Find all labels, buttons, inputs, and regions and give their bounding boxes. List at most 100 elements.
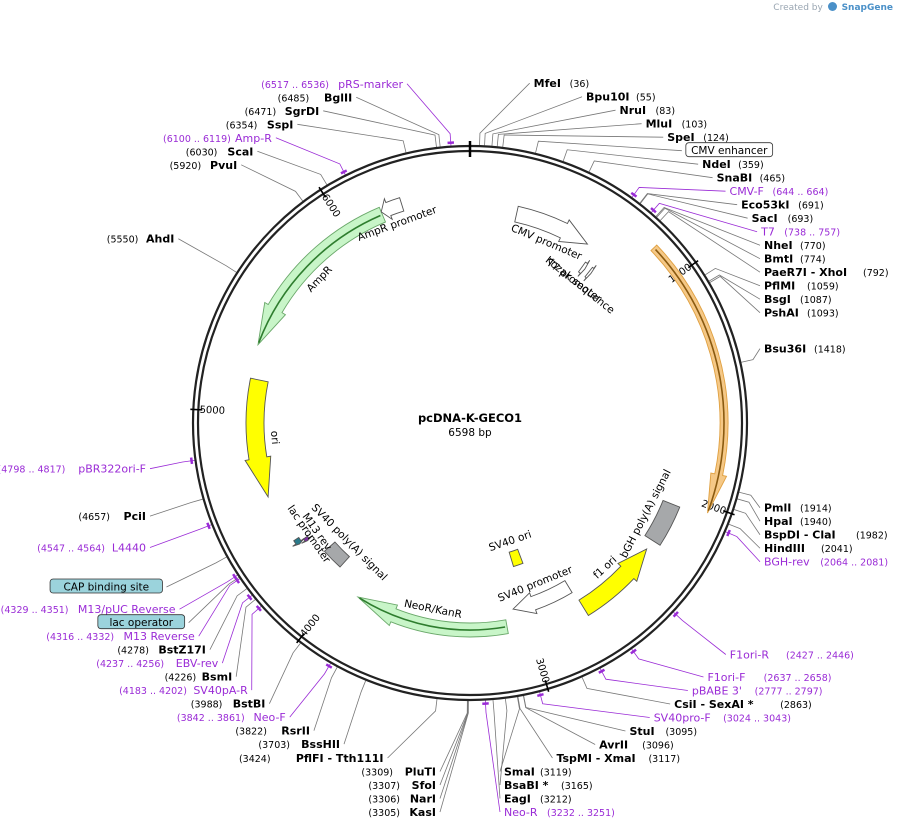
- feature-sv40-poly-a-signal[interactable]: [323, 541, 351, 568]
- enzyme-paer7i-xhoi[interactable]: PaeR7I - XhoI(792): [764, 266, 889, 279]
- primer-m13-puc-reverse[interactable]: M13/pUC Reverse(4329 .. 4351): [1, 603, 176, 616]
- leader-line: [343, 680, 367, 745]
- primer-amp-r[interactable]: Amp-R(6100 .. 6119): [163, 132, 272, 145]
- feature-ori[interactable]: [244, 377, 272, 499]
- feature-lac-promoter[interactable]: [292, 536, 305, 547]
- enzyme-tspmi-xmai[interactable]: TspMI - XmaI(3117): [556, 752, 680, 765]
- enzyme-mlui[interactable]: MluI(103): [646, 118, 708, 131]
- enzyme-hpai[interactable]: HpaI(1940): [764, 515, 832, 528]
- primer-neo-f[interactable]: Neo-F(3842 .. 3861): [177, 711, 286, 724]
- leader-line: [741, 348, 761, 363]
- primer-site-mark: [206, 522, 211, 530]
- enzyme-name: BstZ17I: [158, 644, 206, 657]
- feature-sv40-promoter[interactable]: [512, 580, 573, 615]
- enzyme-pvui[interactable]: PvuI(5920): [170, 159, 238, 172]
- enzyme-bpu10i[interactable]: Bpu10I(55): [586, 91, 656, 104]
- enzyme-snabi[interactable]: SnaBI(465): [717, 172, 786, 185]
- enzyme-bstz17i[interactable]: BstZ17I(4278): [117, 644, 206, 657]
- feature-cmv-promoter[interactable]: [514, 205, 589, 245]
- enzyme-bsmi[interactable]: BsmI(4226): [165, 671, 233, 684]
- enzyme-position: (36): [570, 79, 590, 90]
- enzyme-bsabi[interactable]: BsaBI *(3165): [504, 779, 593, 792]
- feature-f1-ori[interactable]: [578, 548, 648, 617]
- enzyme-nhei[interactable]: NheI(770): [764, 239, 826, 252]
- leader-line: [323, 110, 437, 148]
- enzyme-pshai[interactable]: PshAI(1093): [764, 307, 839, 320]
- enzyme-bglii[interactable]: BglII(6485): [278, 91, 353, 104]
- leader-line: [166, 556, 227, 588]
- feature-kozak-sequence[interactable]: [583, 265, 597, 282]
- primer-neo-r[interactable]: Neo-R(3232 .. 3251): [504, 806, 615, 819]
- primer-f1ori-r[interactable]: F1ori-R(2427 .. 2446): [730, 649, 854, 662]
- leader-line: [492, 700, 501, 799]
- primer-name: CMV-F: [730, 185, 764, 198]
- enzyme-sfoi[interactable]: SfoI(3307): [368, 779, 436, 792]
- feature-tag-cmv-enhancer[interactable]: CMV enhancer: [685, 142, 774, 158]
- enzyme-smai[interactable]: SmaI(3119): [504, 766, 572, 779]
- enzyme-ahdi[interactable]: AhdI(5550): [107, 233, 175, 246]
- feature-sv40-ori[interactable]: [508, 548, 524, 568]
- primer-name: M13 Reverse: [124, 630, 195, 643]
- primer-sv40pro-f[interactable]: SV40pro-F(3024 .. 3043): [654, 712, 791, 725]
- enzyme-eagi[interactable]: EagI(3212): [504, 793, 572, 806]
- primer-ebv-rev[interactable]: EBV-rev(4237 .. 4256): [96, 657, 219, 670]
- leader-line: [439, 700, 469, 813]
- enzyme-pflmi[interactable]: PflMI(1059): [764, 280, 839, 293]
- enzyme-rsrii[interactable]: RsrII(3822): [235, 725, 310, 738]
- primer-f1ori-f[interactable]: F1ori-F(2637 .. 2658): [707, 671, 831, 684]
- enzyme-hindiii[interactable]: HindIII(2041): [764, 542, 853, 555]
- feature-tag-lac-operator[interactable]: lac operator: [97, 614, 186, 630]
- enzyme-bmti[interactable]: BmtI(774): [764, 253, 826, 266]
- enzyme-spei[interactable]: SpeI(124): [667, 131, 729, 144]
- enzyme-bsu36i[interactable]: Bsu36I(1418): [764, 343, 846, 356]
- feature-bgh-poly-a-signal[interactable]: [644, 499, 681, 546]
- enzyme-name: SfoI: [412, 779, 436, 792]
- feature-tag-cap-binding-site[interactable]: CAP binding site: [49, 578, 163, 594]
- enzyme-pcii[interactable]: PciI(4657): [78, 510, 146, 523]
- feature-m13-rev[interactable]: [301, 535, 313, 544]
- enzyme-mfei[interactable]: MfeI(36): [534, 77, 590, 90]
- enzyme-bstbi[interactable]: BstBI(3988): [191, 698, 266, 711]
- enzyme-sgrdi[interactable]: SgrDI(6471): [245, 105, 320, 118]
- primer-prs-marker[interactable]: pRS-marker(6517 .. 6536): [261, 78, 403, 91]
- primer-sv40pa-r[interactable]: SV40pA-R(4183 .. 4202): [119, 684, 248, 697]
- enzyme-ndei[interactable]: NdeI(359): [702, 158, 764, 171]
- enzyme-nrui[interactable]: NruI(83): [620, 104, 676, 117]
- primer-range: (4798 .. 4817): [0, 465, 65, 476]
- primer-l4440[interactable]: L4440(4547 .. 4564): [37, 541, 146, 554]
- primer-cmv-f[interactable]: CMV-F(644 .. 664): [730, 185, 829, 198]
- enzyme-pluti[interactable]: PluTI(3309): [361, 766, 436, 779]
- enzyme-nari[interactable]: NarI(3306): [368, 793, 436, 806]
- enzyme-name: SgrDI: [285, 105, 319, 118]
- enzyme-stui[interactable]: StuI(3095): [629, 725, 697, 738]
- feature-t7-promoter[interactable]: [577, 260, 591, 277]
- feature-ampr[interactable]: [257, 206, 387, 347]
- feature-ampr-promoter[interactable]: [380, 197, 405, 221]
- leader-line: [631, 648, 704, 678]
- primer-pbr322ori-f[interactable]: pBR322ori-F(4798 .. 4817): [0, 463, 146, 476]
- feature-k-geco1[interactable]: [650, 244, 729, 514]
- enzyme-scai[interactable]: ScaI(6030): [186, 145, 254, 158]
- enzyme-pflfi-tth111i[interactable]: PflFI - Tth111I(3424): [239, 752, 384, 765]
- enzyme-sspi[interactable]: SspI(6354): [226, 118, 294, 131]
- primer-m13-reverse[interactable]: M13 Reverse(4316 .. 4332): [46, 630, 195, 643]
- enzyme-position: (6354): [226, 120, 258, 131]
- enzyme-eco53ki[interactable]: Eco53kI(691): [741, 199, 824, 212]
- primer-pbabe-3[interactable]: pBABE 3'(2777 .. 2797): [692, 685, 823, 698]
- feature-label-sv40-ori: SV40 ori: [487, 529, 533, 555]
- enzyme-pmli[interactable]: PmlI(1914): [764, 502, 832, 515]
- primer-range: (6100 .. 6119): [163, 134, 231, 145]
- enzyme-saci[interactable]: SacI(693): [752, 212, 814, 225]
- enzyme-csii-sexai[interactable]: CsiI - SexAI *(2863): [674, 698, 812, 711]
- enzyme-avrii[interactable]: AvrII(3096): [599, 739, 674, 752]
- enzyme-bsshii[interactable]: BssHII(3703): [258, 738, 340, 751]
- leader-line: [484, 700, 501, 813]
- enzyme-bspdi-clai[interactable]: BspDI - ClaI(1982): [764, 529, 888, 542]
- feature-neor-kanr[interactable]: [356, 596, 509, 638]
- enzyme-kasi[interactable]: KasI(3305): [368, 806, 436, 819]
- primer-bgh-rev[interactable]: BGH-rev(2064 .. 2081): [764, 556, 888, 569]
- enzyme-bsgi[interactable]: BsgI(1087): [764, 293, 832, 306]
- primer-t7[interactable]: T7(738 .. 757): [760, 226, 840, 239]
- enzyme-name: BssHII: [301, 738, 340, 751]
